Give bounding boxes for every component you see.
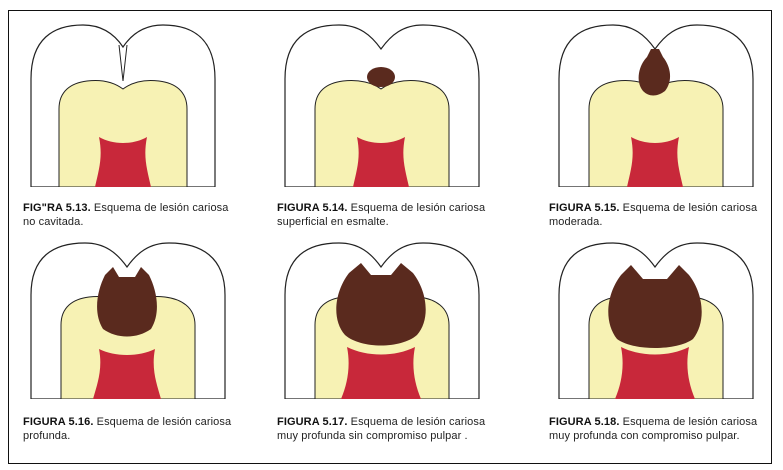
figure-panel-5-17: FIGURA 5.17. Esquema de lesión cariosa m… — [277, 239, 517, 443]
figure-panel-5-15: FIGURA 5.15. Esquema de lesión cariosa m… — [549, 19, 783, 229]
figure-caption: FIGURA 5.14. Esquema de lesión cariosa s… — [277, 201, 497, 229]
tooth-diagram — [549, 239, 759, 399]
caries-lesion — [336, 263, 425, 346]
figure-panel-5-16: FIGURA 5.16. Esquema de lesión cariosa p… — [23, 239, 263, 443]
figure-caption: FIGURA 5.16. Esquema de lesión cariosa p… — [23, 415, 233, 443]
figure-label: FIGURA 5.14. — [277, 202, 347, 214]
figure-caption: FIGURA 5.17. Esquema de lesión cariosa m… — [277, 415, 492, 443]
pulp-chamber — [341, 347, 421, 399]
figure-label: FIGURA 5.16. — [23, 416, 93, 428]
figure-panel-5-13: FIG"RA 5.13. Esquema de lesión cariosa n… — [23, 19, 263, 229]
caries-lesion — [97, 267, 157, 337]
pulp-chamber — [615, 347, 695, 399]
figure-label: FIGURA 5.18. — [549, 416, 619, 428]
pulp-chamber — [353, 137, 409, 187]
caries-lesion — [367, 67, 395, 87]
tooth-diagram — [23, 239, 233, 399]
tooth-diagram — [23, 19, 223, 187]
figure-caption: FIGURA 5.15. Esquema de lesión cariosa m… — [549, 201, 769, 229]
figure-panel-5-14: FIGURA 5.14. Esquema de lesión cariosa s… — [277, 19, 517, 229]
tooth-diagram — [549, 19, 759, 187]
figure-caption: FIG"RA 5.13. Esquema de lesión cariosa n… — [23, 201, 233, 229]
pulp-chamber — [93, 349, 161, 399]
figure-caption: FIGURA 5.18. Esquema de lesión cariosa m… — [549, 415, 764, 443]
tooth-diagram — [277, 239, 487, 399]
figure-label: FIGURA 5.17. — [277, 416, 347, 428]
figure-frame: FIG"RA 5.13. Esquema de lesión cariosa n… — [8, 10, 772, 464]
tooth-diagram — [277, 19, 487, 187]
figure-panel-5-18: FIGURA 5.18. Esquema de lesión cariosa m… — [549, 239, 783, 443]
figure-label: FIGURA 5.15. — [549, 202, 619, 214]
pulp-chamber — [627, 137, 683, 187]
pulp-chamber — [95, 137, 151, 187]
figure-label: FIG"RA 5.13. — [23, 202, 91, 214]
